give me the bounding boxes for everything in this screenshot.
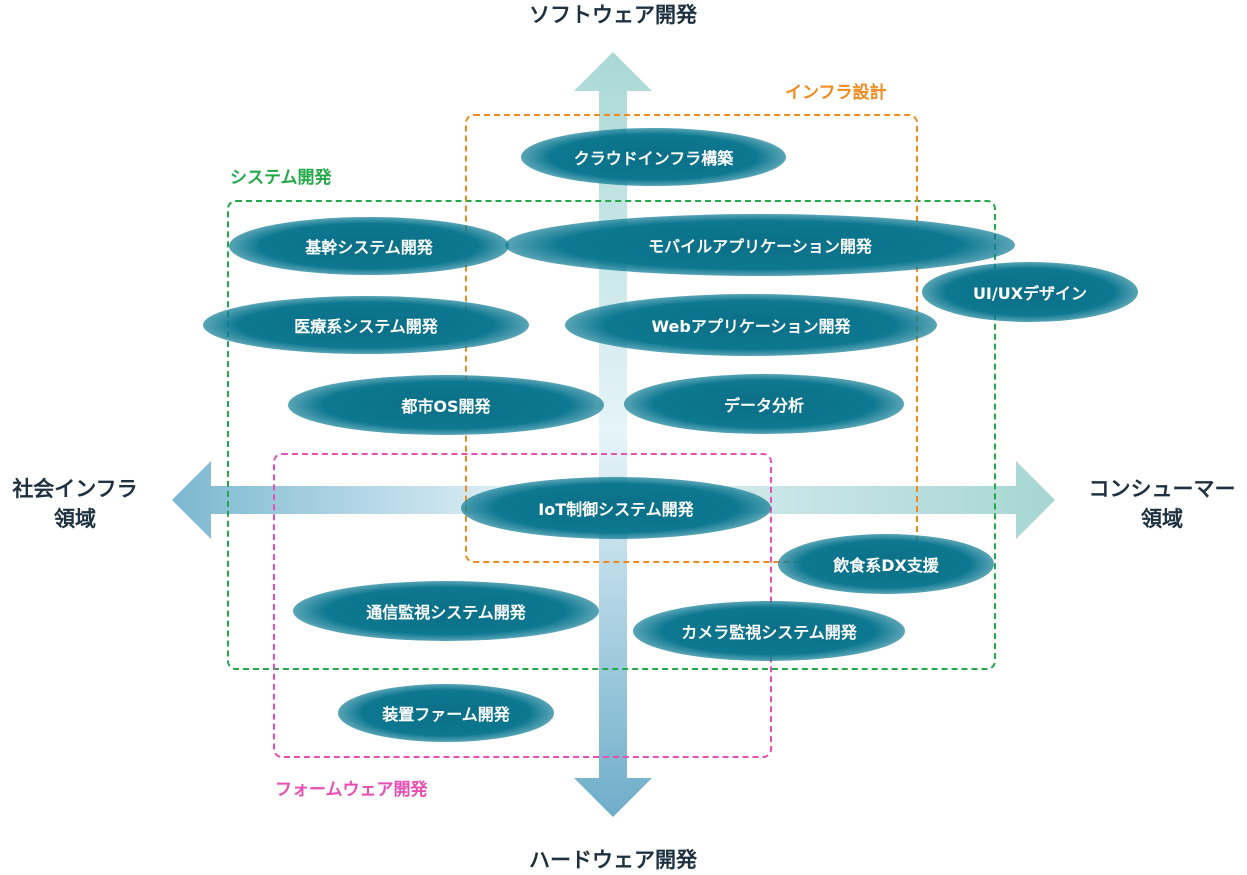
axis-label-bottom: ハードウェア開発 [529, 848, 697, 872]
node-device-firmware: 装置ファーム開発 [338, 684, 554, 742]
node-iot-control: IoT制御システム開発 [461, 477, 771, 539]
group-label-system: システム開発 [230, 168, 332, 188]
node-cloud-infra: クラウドインフラ構築 [521, 128, 786, 186]
axis-label-top: ソフトウェア開発 [529, 3, 697, 27]
axis-label-left: 社会インフラ 領域 [12, 477, 138, 532]
node-mobile-app: モバイルアプリケーション開発 [505, 214, 1015, 276]
node-camera-monitoring: カメラ監視システム開発 [633, 601, 905, 661]
axis-label-right: コンシューマー 領域 [1088, 477, 1236, 532]
node-web-app: Webアプリケーション開発 [565, 294, 937, 356]
vertical-axis-arrow [574, 52, 652, 817]
group-label-infra: インフラ設計 [785, 83, 887, 103]
node-restaurant-dx: 飲食系DX支援 [778, 534, 994, 594]
node-ui-ux: UI/UXデザイン [922, 262, 1138, 322]
group-label-firmware: フォームウェア開発 [275, 780, 428, 800]
node-medical-system: 医療系システム開発 [203, 296, 529, 354]
node-city-os: 都市OS開発 [288, 375, 604, 435]
node-comm-monitoring: 通信監視システム開発 [293, 581, 599, 641]
node-core-system: 基幹システム開発 [229, 217, 509, 275]
group-box-system [227, 200, 996, 670]
node-data-analysis: データ分析 [624, 374, 904, 434]
